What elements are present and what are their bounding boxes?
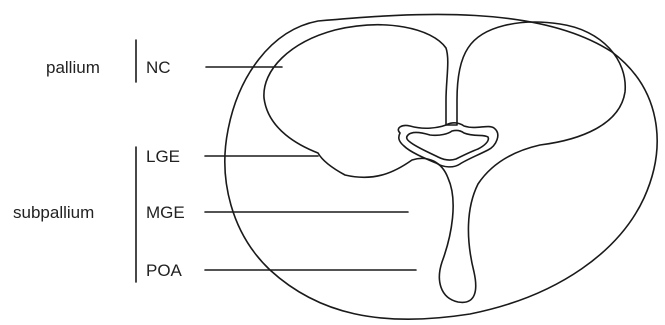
ventricle-contour: [264, 22, 625, 302]
pallium-label: pallium: [46, 58, 100, 77]
nc-label: NC: [146, 58, 171, 77]
lge-label: LGE: [146, 147, 180, 166]
subpallium-label: subpallium: [13, 203, 94, 222]
poa-label: POA: [146, 261, 183, 280]
mge-label: MGE: [146, 203, 185, 222]
